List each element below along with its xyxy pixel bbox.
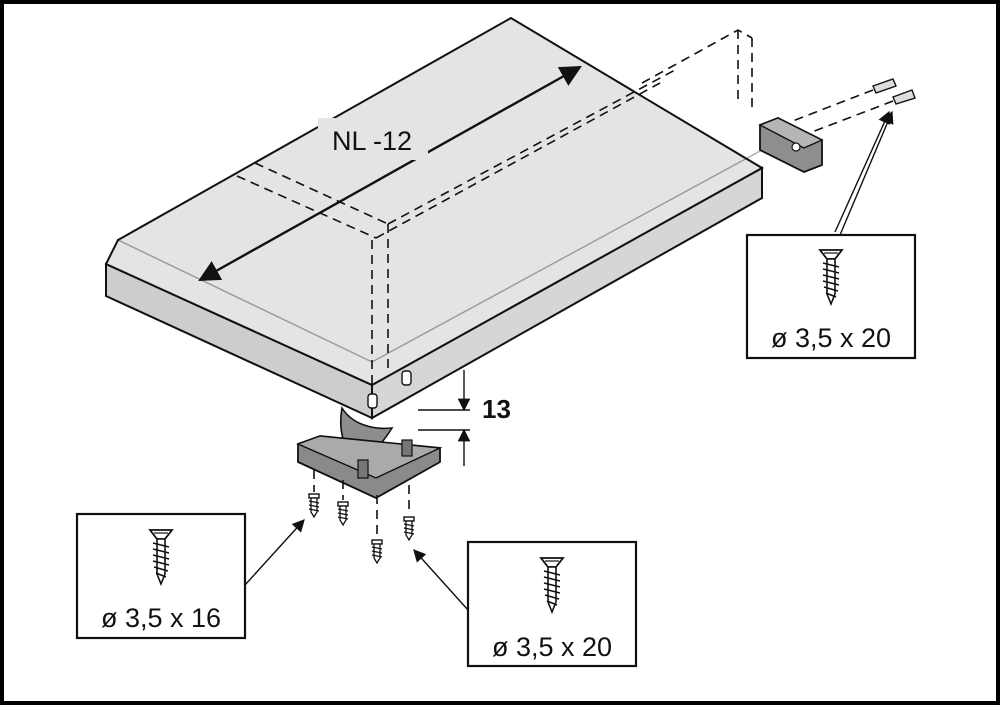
callout-bracket-screws-small-label: ø 3,5 x 16 — [101, 603, 221, 633]
length-dimension: NL -12 — [198, 65, 582, 282]
holder-screws — [308, 470, 415, 564]
rear-bracket — [758, 117, 824, 173]
callout-rear-screws: ø 3,5 x 20 — [745, 110, 917, 360]
gap-dimension-label: 13 — [482, 394, 511, 424]
shelf-support-clip — [296, 405, 443, 500]
callout-bracket-screws-large-label: ø 3,5 x 20 — [492, 632, 612, 662]
callout-bracket-screws-large: ø 3,5 x 20 — [413, 540, 638, 668]
callout-rear-screws-label: ø 3,5 x 20 — [771, 323, 891, 353]
length-dimension-label: NL -12 — [332, 126, 412, 156]
rear-screws — [789, 78, 916, 233]
callout-bracket-screws-small: ø 3,5 x 16 — [75, 512, 305, 640]
gap-dimension: 13 — [418, 370, 511, 466]
